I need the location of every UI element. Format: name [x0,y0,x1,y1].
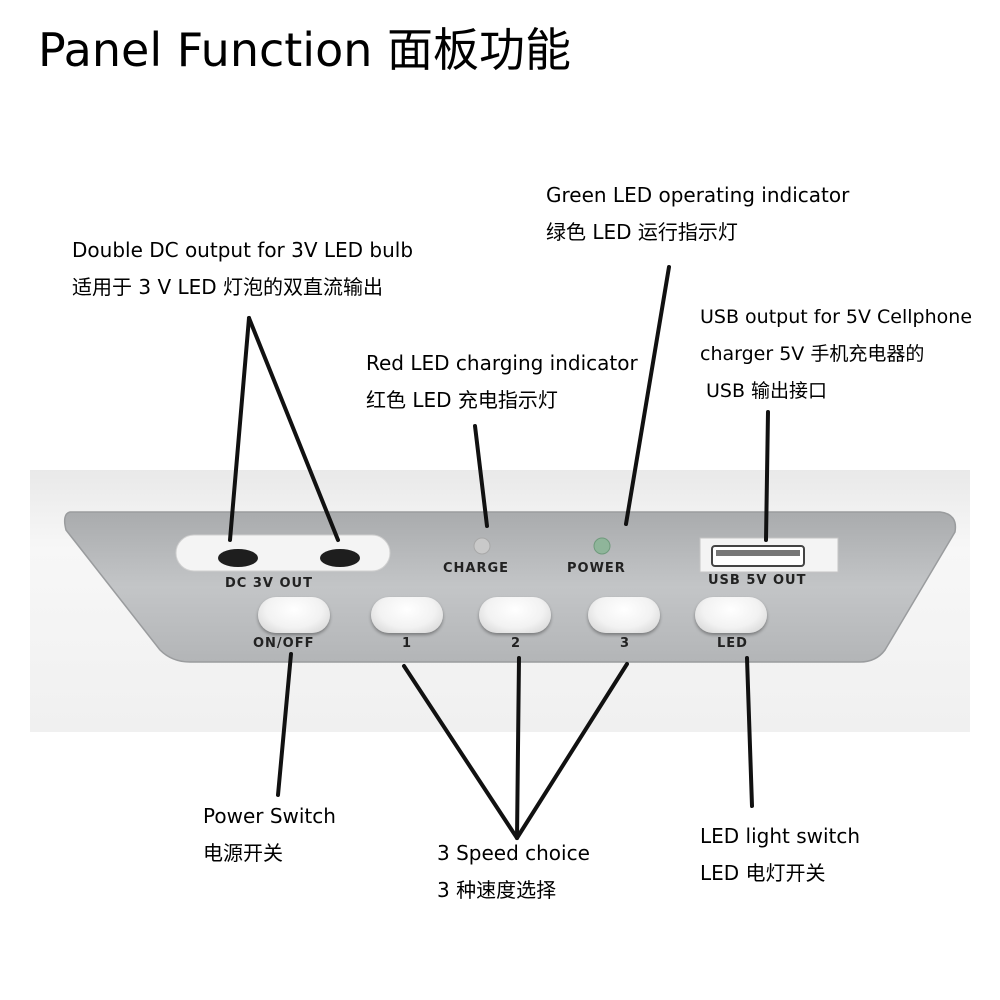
on-off-button[interactable] [258,597,330,633]
dc-jack-right [320,549,360,567]
speed-1-button[interactable] [371,597,443,633]
callout-dc-output-en: Double DC output for 3V LED bulb [72,238,414,262]
callout-led-switch: LED light switch LED 电灯开关 [700,818,860,892]
callout-usb-output-line3: USB 输出接口 [706,380,828,402]
callout-red-led-zh: 红色 LED 充电指示灯 [366,388,558,412]
callout-red-led-en: Red LED charging indicator [366,351,638,375]
callout-line-dc-right [247,316,340,542]
callout-green-led-zh: 绿色 LED 运行指示灯 [546,220,738,244]
callout-dc-output-zh: 适用于 3 V LED 灯泡的双直流输出 [72,275,384,299]
charge-label: CHARGE [443,561,510,576]
callout-speed-choice: 3 Speed choice 3 种速度选择 [437,835,590,909]
callout-green-led: Green LED operating indicator 绿色 LED 运行指… [546,177,849,251]
speed-3-button[interactable] [588,597,660,633]
dc-output-label: DC 3V OUT [225,576,313,591]
usb-output-label: USB 5V OUT [708,573,807,588]
callout-speed-choice-en: 3 Speed choice [437,841,590,865]
led-button-label: LED [717,636,748,651]
callout-line-speed-1 [402,664,519,840]
speed-1-label: 1 [402,636,413,651]
callout-line-power-switch [276,652,293,797]
callout-red-led: Red LED charging indicator 红色 LED 充电指示灯 [366,345,638,419]
dc-jack-left [218,549,258,567]
power-label: POWER [567,561,626,576]
callout-line-green-led [624,265,671,526]
power-led [593,537,611,555]
callout-line-speed-3 [515,662,629,840]
charge-led [473,537,491,555]
on-off-button-label: ON/OFF [253,636,315,651]
callout-speed-choice-zh: 3 种速度选择 [437,878,557,902]
page-title: Panel Function 面板功能 [38,23,571,77]
led-button[interactable] [695,597,767,633]
callout-power-switch-zh: 电源开关 [203,841,283,865]
callout-line-usb [764,410,770,542]
callout-led-switch-zh: LED 电灯开关 [700,861,826,885]
callout-usb-output-line1: USB output for 5V Cellphone [700,306,973,328]
callout-line-led-switch [745,656,754,808]
speed-2-button[interactable] [479,597,551,633]
speed-2-label: 2 [511,636,522,651]
speed-3-label: 3 [620,636,631,651]
callout-usb-output: USB output for 5V Cellphone charger 5V 手… [700,299,972,410]
callout-usb-output-line2: charger 5V 手机充电器的 [700,343,925,365]
callout-power-switch: Power Switch 电源开关 [203,798,336,872]
callout-line-dc-left [228,316,251,542]
callout-line-red-led [473,424,489,528]
callout-led-switch-en: LED light switch [700,824,861,848]
usb-port-tongue [716,550,800,556]
callout-green-led-en: Green LED operating indicator [546,183,850,207]
callout-dc-output: Double DC output for 3V LED bulb 适用于 3 V… [72,232,413,306]
callout-line-speed-2 [515,656,521,840]
callout-power-switch-en: Power Switch [203,804,336,828]
